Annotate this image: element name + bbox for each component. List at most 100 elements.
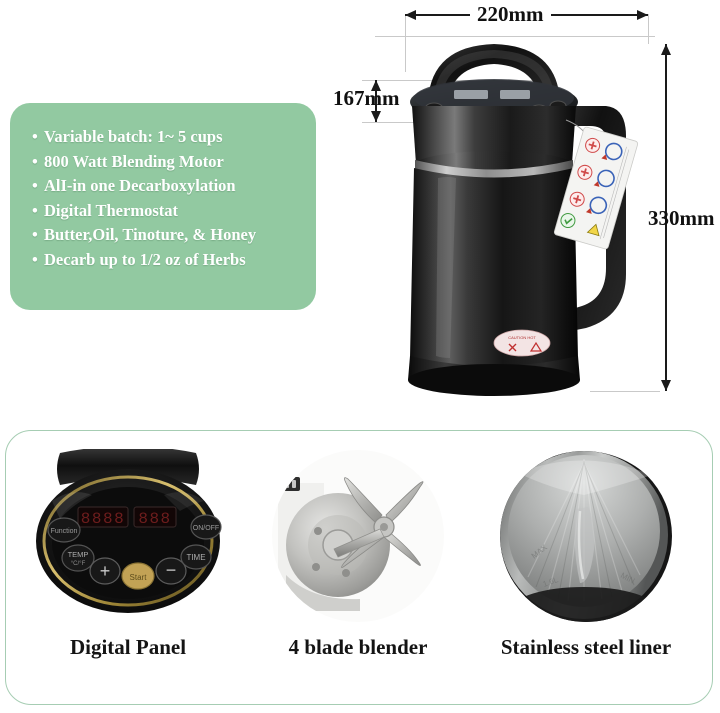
feature-list: •Variable batch: 1~ 5 cups •800 Watt Ble… [32,125,306,273]
caution-triangle-icon [586,223,600,237]
led-display-right-value: 888 [138,510,171,528]
connector-pin-left [285,480,289,488]
digital-panel-illustration: 8888 888 Function TEMP °C/°F + Start [36,449,222,613]
arrow-head-down [371,111,381,122]
list-item: •Digital Thermostat [32,199,306,224]
rotate-arrow-2 [593,181,600,187]
carry-handle-highlight [434,50,554,97]
brushed-steel-shadows [535,460,635,600]
plus-button[interactable] [89,557,121,585]
product-image: CAUTION HOT [400,28,656,400]
rotate-arrow-1 [601,154,608,160]
function-button-label: Function [51,528,78,535]
top-display-right [500,90,530,99]
plus-icon [573,195,582,204]
blade-upper-right [385,481,424,524]
arrow-shaft [375,80,377,122]
steel-ring [415,160,573,179]
screw-3 [342,569,350,577]
blade-photo-group [272,450,444,622]
plus-icon [580,168,589,177]
list-item: • Variable batch: 1~ 5 cups [32,125,306,150]
minus-button-label: − [166,560,177,580]
stainless-liner-label: Stainless steel liner [500,635,672,659]
dimension-guide-line [405,14,406,72]
screw-1 [314,527,322,535]
time-button[interactable] [180,544,212,570]
width-dimension-label: 220mm [470,2,551,27]
bullet-icon: • [32,249,38,269]
blade-blender-thumbnail [260,449,456,623]
dimension-guide-line [590,391,660,392]
function-button[interactable] [47,517,81,543]
plus-button-label: + [100,561,111,581]
warning-sticker-text: CAUTION HOT [508,335,536,340]
list-item: • Decarb up to 1/2 oz of Herbs [32,248,306,273]
feature-cell-blade-blender: 4 blade blender [242,445,474,693]
depth-dimension-label: 167mm [333,86,400,110]
onoff-button-label: ON/OFF [193,525,219,532]
top-section: •Variable batch: 1~ 5 cups •800 Watt Ble… [10,2,715,400]
liner-photo-group: MAX 1.6L MIN [500,450,672,622]
disc-lower-shadow [286,575,360,611]
rotate-icon-2 [597,169,615,188]
arrow-shaft [665,44,667,391]
panel-gloss-left [52,492,92,519]
digital-panel-label: Digital Panel [69,635,187,659]
tag-text-lines [599,146,630,240]
body-specular-highlight [436,177,456,358]
stainless-liner-illustration: MAX 1.6L MIN [500,450,672,622]
dimension-guide-line [362,122,442,123]
list-item: •Butter,Oil, Tinoture, & Honey [32,223,306,248]
temp-button-unit: °C/°F [71,561,86,567]
panel-gloss-right [164,492,204,511]
power-connector [282,477,300,491]
warning-sticker [493,329,551,357]
hang-tag [553,126,639,250]
check-icon [564,217,573,225]
led-display-right [133,506,177,528]
check-icon-circle [560,213,576,229]
arrow-head-up [371,80,381,91]
rotate-icon-1 [604,142,623,161]
stainless-liner-thumbnail: MAX 1.6L MIN [488,449,684,623]
time-button-label: TIME [186,553,205,562]
hang-tag-card [553,126,639,250]
panel-gold-ring [42,475,214,607]
start-button-label: Start [130,573,148,582]
feature-highlights-card: 8888 888 Function TEMP °C/°F + Start [5,430,713,705]
bullet-icon: • [32,200,38,220]
bullet-icon: • [32,127,38,146]
onoff-button[interactable] [190,514,222,540]
feature-cell-digital-panel: 8888 888 Function TEMP °C/°F + Start [12,445,244,693]
feature-callout-box: •Variable batch: 1~ 5 cups •800 Watt Ble… [10,103,316,310]
height-dimension-arrow [660,44,672,391]
top-display-left [454,90,488,99]
depth-dimension-arrow [370,80,382,122]
temp-button-label: TEMP [68,550,89,559]
feature-text: AlI-in one Decarboxylation [44,176,236,196]
arrow-head-left [405,10,416,20]
warning-triangle-icon [529,341,543,352]
screw-2 [312,563,320,571]
bullet-icon: • [32,176,38,196]
temp-button[interactable] [61,544,95,572]
rotate-arrow-3 [585,208,592,214]
drive-shaft [333,528,385,558]
minus-button[interactable] [155,557,187,585]
feature-text: Decarb up to 1/2 oz of Herbs [44,249,246,269]
feature-text: Variable batch: 1~ 5 cups [44,127,223,146]
blade-bolt [380,523,388,531]
start-button[interactable] [121,562,155,590]
dimension-guide-line [375,36,655,37]
jug-body [410,168,578,368]
connector-pin-right [292,480,296,488]
list-item: • AlI-in one Decarboxylation [32,174,306,199]
arrow-head-down [661,380,671,391]
blade-blender-label: 4 blade blender [288,635,428,659]
channel-highlight [577,510,585,580]
feature-cell-stainless-liner: MAX 1.6L MIN Stainless steel liner [470,445,702,693]
rotate-icon-3 [589,196,608,215]
blender-appliance-illustration: CAUTION HOT [408,44,639,396]
blade-lower-right [383,530,421,566]
